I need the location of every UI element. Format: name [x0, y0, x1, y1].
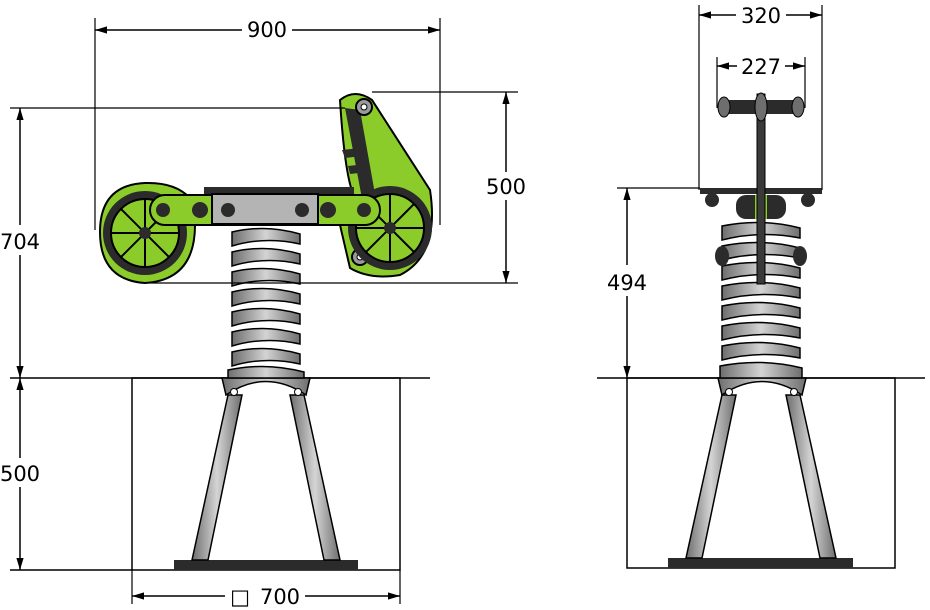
- foundation-pit: [131, 377, 401, 571]
- handlebar-grips: [717, 92, 805, 122]
- dim-500-body-label: 500: [486, 175, 526, 199]
- dim-494-label: 494: [607, 271, 647, 295]
- dim-320-label: 320: [741, 4, 781, 28]
- square-symbol: □: [230, 585, 250, 609]
- dim-227-label: 227: [741, 55, 781, 79]
- dimension-seat-height-front: 494: [607, 187, 700, 378]
- dim-900-label: 900: [247, 18, 287, 42]
- anchor-legs: [191, 377, 341, 561]
- anchor-legs-front: [685, 377, 837, 559]
- coil-spring-front: [719, 221, 803, 379]
- dimension-overall-length: 900: [94, 18, 441, 230]
- side-view: 900 500 704 500 □: [0, 18, 526, 609]
- dim-700-label: 700: [260, 585, 300, 609]
- base-plate: [174, 560, 358, 570]
- dim-704-label: 704: [0, 230, 40, 254]
- dimension-body-height: 500: [150, 91, 526, 284]
- seat: [204, 187, 354, 194]
- coil-spring: [227, 227, 305, 379]
- rider-body: [98, 93, 433, 285]
- handlebar-post: [756, 93, 766, 285]
- dimension-seat-height: 704: [0, 107, 345, 378]
- dimension-handle-width: 227: [716, 55, 806, 108]
- dim-500-foundation-label: 500: [0, 462, 40, 486]
- front-view: 320 227 494: [597, 4, 925, 569]
- dimension-foundation-depth: 500: [0, 378, 40, 570]
- foundation-pit-front: [626, 377, 896, 569]
- dimension-overall-width: 320: [698, 4, 823, 190]
- dimension-foundation-square: □ 700: [131, 570, 401, 609]
